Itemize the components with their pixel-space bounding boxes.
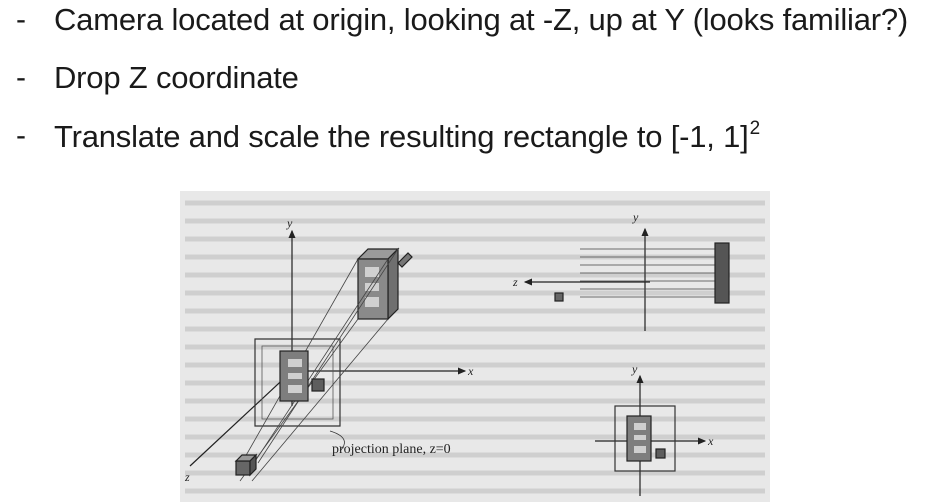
projection-plane-caption: projection plane, z=0 [332,442,451,457]
z-axis-label-side: z [512,275,518,289]
bullet-marker: - [16,3,26,36]
front-view [595,374,707,496]
bullet-text-wrap: Translate and scale the resulting rectan… [54,118,760,155]
side-view [523,227,730,331]
projected-object [279,350,325,402]
bullet-translate-scale: - Translate and scale the resulting rect… [16,111,760,161]
projection-diagram: y x z projection plane, z=0 y z [184,200,765,496]
bullet-text: Drop Z coordinate [54,60,299,95]
x-axis-label-3d: x [467,364,474,378]
bullet-text: Camera located at origin, looking at -Z,… [54,2,909,37]
side-cube [554,292,564,302]
bullet-marker: - [16,61,26,94]
projection-figure: y x z projection plane, z=0 y z [180,191,770,502]
y-axis-label-side: y [632,210,639,224]
y-axis-label-3d: y [286,216,293,230]
perspective-view [189,229,467,482]
z-axis-3d [189,370,293,467]
far-object [356,247,413,321]
y-axis-label-front: y [631,362,638,376]
bullet-camera: - Camera located at origin, looking at -… [16,0,908,45]
front-viewport [614,405,676,472]
bullet-superscript: 2 [749,117,761,139]
projection-plane [254,338,341,427]
side-rays [580,248,720,298]
bullet-text: Translate and scale the resulting rectan… [54,118,749,154]
near-cube [234,453,258,477]
front-object [626,415,666,462]
bullet-marker: - [16,119,26,152]
z-axis-label-3d: z [184,470,190,484]
scan-texture [185,200,765,494]
side-object [714,242,730,304]
bullet-drop-z: - Drop Z coordinate [16,53,299,103]
x-axis-label-front: x [707,434,714,448]
